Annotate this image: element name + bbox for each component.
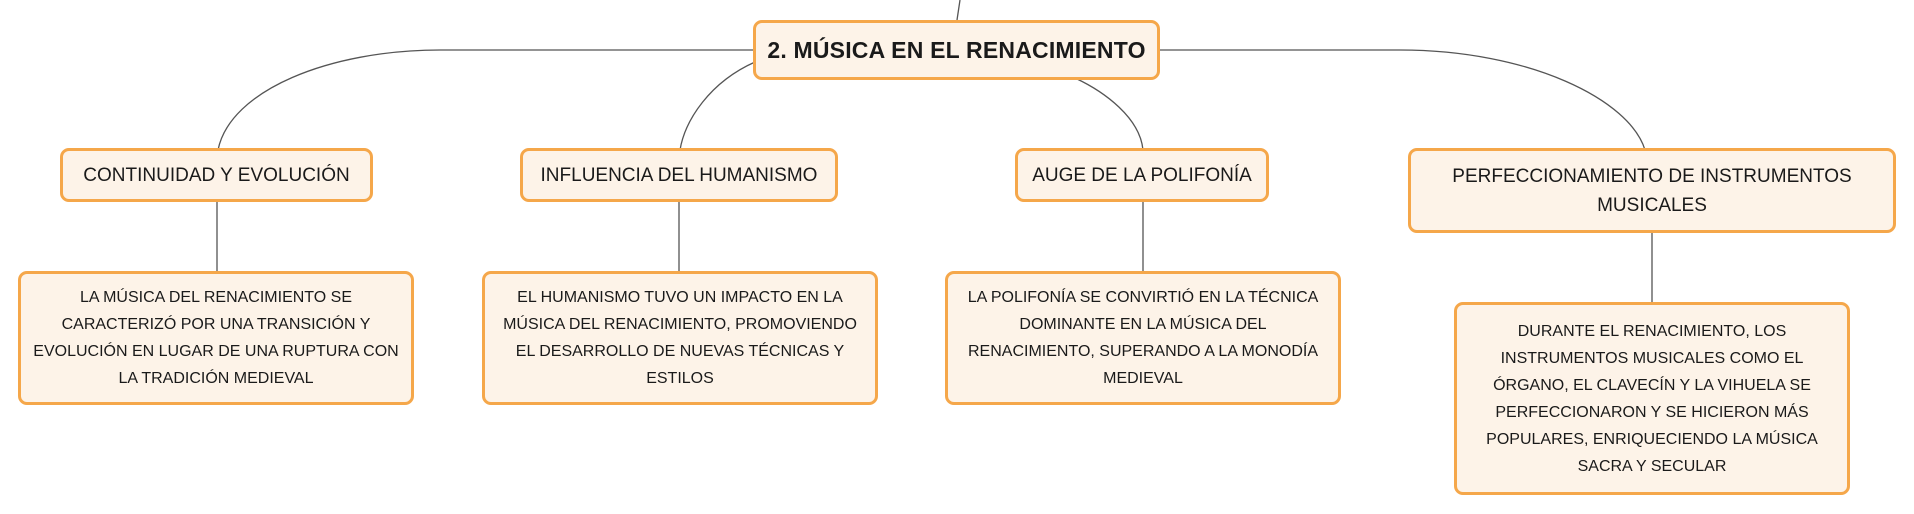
topic-label: AUGE DE LA POLIFONÍA [1032,164,1252,186]
detail-text: LA POLIFONÍA SE CONVIRTIÓ EN LA TÉCNICA … [967,289,1319,387]
detail-text: DURANTE EL RENACIMIENTO, LOS INSTRUMENTO… [1486,322,1818,475]
topic-node-humanismo[interactable]: INFLUENCIA DEL HUMANISMO [520,148,838,202]
topic-node-instrumentos[interactable]: PERFECCIONAMIENTO DE INSTRUMENTOS MUSICA… [1408,148,1896,233]
detail-text: EL HUMANISMO TUVO UN IMPACTO EN LA MÚSIC… [503,289,857,387]
topic-node-polifonia[interactable]: AUGE DE LA POLIFONÍA [1015,148,1269,202]
root-label: 2. MÚSICA EN EL RENACIMIENTO [767,36,1146,63]
topic-node-continuidad[interactable]: CONTINUIDAD Y EVOLUCIÓN [60,148,373,202]
connector-root-parent [956,0,961,21]
root-node[interactable]: 2. MÚSICA EN EL RENACIMIENTO [753,20,1160,80]
detail-text: LA MÚSICA DEL RENACIMIENTO SE CARACTERIZ… [33,289,399,387]
connector-root-topic-4 [1158,49,1646,151]
detail-node-continuidad[interactable]: LA MÚSICA DEL RENACIMIENTO SE CARACTERIZ… [18,271,414,405]
topic-label: CONTINUIDAD Y EVOLUCIÓN [83,164,350,186]
detail-node-humanismo[interactable]: EL HUMANISMO TUVO UN IMPACTO EN LA MÚSIC… [482,271,878,405]
connector-root-topic-1 [217,49,755,151]
detail-node-instrumentos[interactable]: DURANTE EL RENACIMIENTO, LOS INSTRUMENTO… [1454,302,1850,495]
topic-label: INFLUENCIA DEL HUMANISMO [540,164,818,186]
connector-root-topic-2 [679,61,756,151]
connector-root-topic-3 [1074,77,1144,151]
topic-label: PERFECCIONAMIENTO DE INSTRUMENTOS MUSICA… [1452,165,1852,216]
detail-node-polifonia[interactable]: LA POLIFONÍA SE CONVIRTIÓ EN LA TÉCNICA … [945,271,1341,405]
